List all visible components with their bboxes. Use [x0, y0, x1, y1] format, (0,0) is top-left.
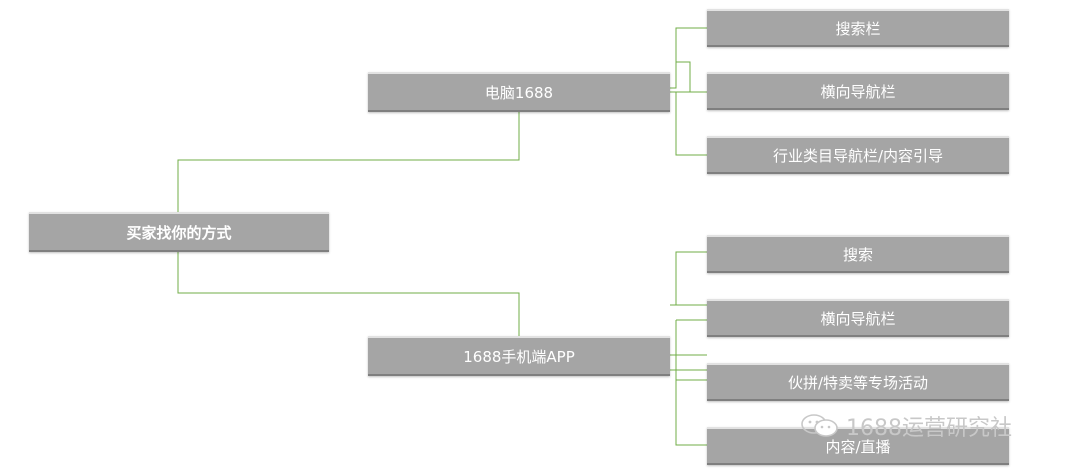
leaf-node-pc-horizontal-nav: 横向导航栏 — [707, 72, 1009, 110]
branch-node-pc: 电脑1688 — [368, 72, 670, 112]
leaf-node-special-events: 伙拼/特卖等专场活动 — [707, 363, 1009, 401]
leaf-node-app-horizontal-nav: 横向导航栏 — [707, 299, 1009, 337]
leaf-label: 内容/直播 — [825, 437, 891, 456]
leaf-label: 搜索栏 — [835, 19, 881, 38]
root-node: 买家找你的方式 — [29, 212, 329, 252]
leaf-node-search: 搜索 — [707, 235, 1009, 273]
watermark-text: 1688运营研究社 — [846, 416, 1012, 441]
connector-root-branch-1 — [177, 112, 520, 212]
leaf-label: 横向导航栏 — [820, 309, 896, 328]
connector-branch-2-child-7 — [675, 320, 707, 446]
leaf-label: 伙拼/特卖等专场活动 — [787, 373, 929, 392]
connector-branch-2-child-1 — [670, 251, 707, 306]
connector-branch-1-child-4 — [675, 92, 707, 156]
connector-branch-1-child-1 — [670, 27, 707, 89]
connector-branch-1-child-3 — [676, 61, 691, 92]
wechat-icon — [801, 414, 838, 437]
leaf-label: 横向导航栏 — [820, 82, 896, 101]
leaf-node-search-bar: 搜索栏 — [707, 9, 1009, 47]
leaf-node-content-live: 内容/直播 — [707, 427, 1009, 465]
leaf-label: 搜索 — [842, 245, 873, 264]
branch-label-pc: 电脑1688 — [484, 83, 554, 102]
connector-root-branch-2 — [177, 252, 520, 336]
root-label: 买家找你的方式 — [126, 223, 232, 242]
leaf-label: 行业类目导航栏/内容引导 — [772, 146, 944, 165]
branch-label-app: 1688手机端APP — [463, 347, 575, 366]
leaf-node-category-nav: 行业类目导航栏/内容引导 — [707, 136, 1009, 174]
branch-node-app: 1688手机端APP — [368, 336, 670, 376]
watermark: 1688运营研究社 — [800, 410, 1012, 442]
